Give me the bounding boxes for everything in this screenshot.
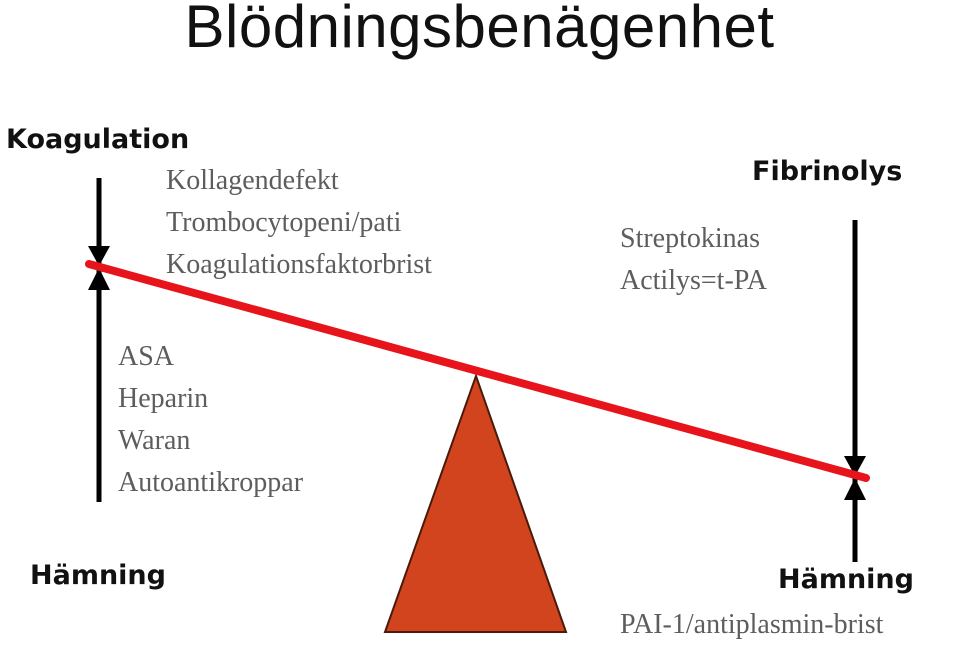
list-item: Autoantikroppar (118, 467, 304, 498)
left-up-arrowhead (88, 268, 110, 290)
list-item: Kollagendefekt (166, 165, 339, 196)
list-item: ASA (118, 341, 175, 372)
right-top-list: Streptokinas Actilys=t-PA (620, 218, 767, 302)
left-bottom-list: ASA Heparin Waran Autoantikroppar (118, 336, 303, 504)
list-item: Koagulationsfaktorbrist (166, 249, 432, 280)
page-title: Blödningsbenägenhet (184, 0, 775, 60)
fibrinolys-label: Fibrinolys (752, 156, 903, 187)
right-up-arrowhead (844, 478, 866, 500)
left-top-list: Kollagendefekt Trombocytopeni/pati Koagu… (166, 160, 432, 286)
left-down-arrowhead (88, 246, 110, 266)
koagulation-label: Koagulation (6, 124, 190, 155)
list-item: Actilys=t-PA (620, 265, 767, 296)
right-bottom-list: PAI-1/antiplasmin-brist (620, 604, 883, 646)
seesaw-beam (85, 260, 870, 482)
list-item: Trombocytopeni/pati (166, 207, 402, 238)
list-item: PAI-1/antiplasmin-brist (620, 609, 884, 640)
list-item: Waran (118, 425, 191, 456)
list-item: Streptokinas (620, 223, 760, 254)
fulcrum-triangle (383, 372, 568, 633)
right-hamning-label: Hämning (778, 564, 914, 595)
left-hamning-label: Hämning (30, 560, 166, 591)
list-item: Heparin (118, 383, 209, 414)
right-down-arrowhead (844, 456, 866, 476)
